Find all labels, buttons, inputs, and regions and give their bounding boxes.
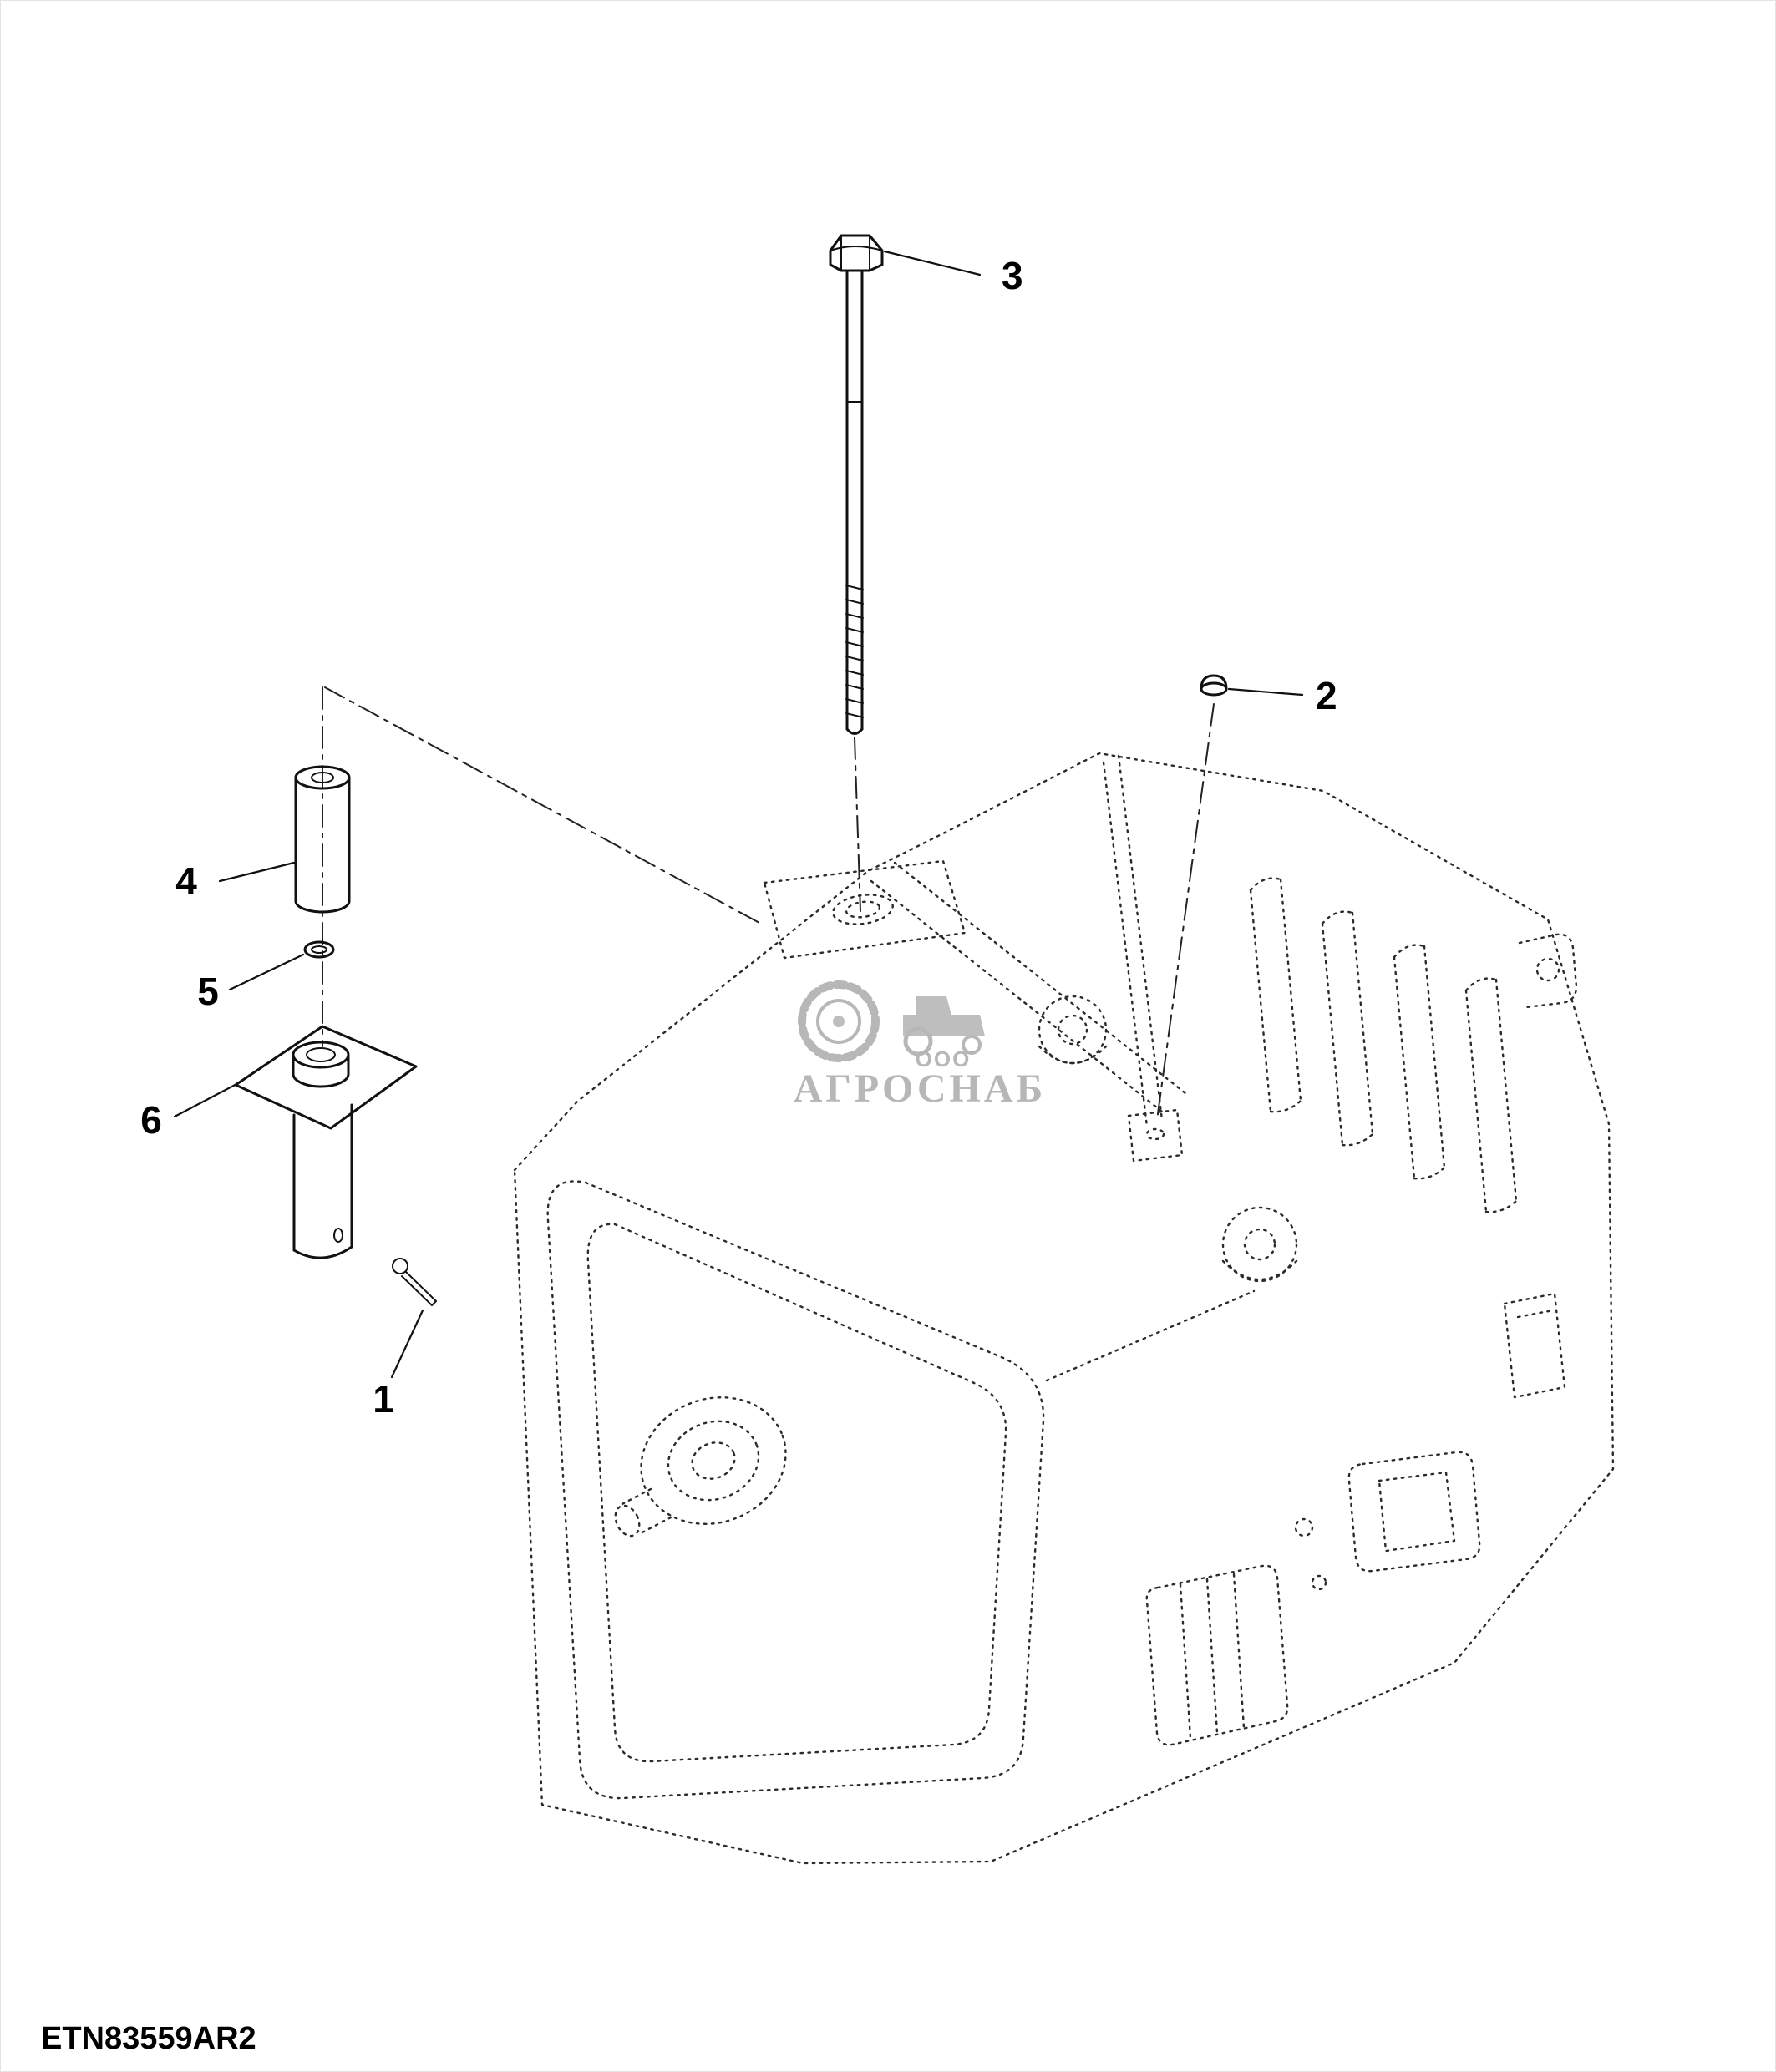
center-seam-line-1: [1102, 761, 1149, 1128]
gear-inner-circle: [816, 999, 861, 1044]
support-bracket: [234, 1025, 418, 1259]
watermark-logo: ООО АГРОСНАБ: [794, 980, 1047, 1111]
bolt-hole-boss: [763, 859, 967, 960]
callout-4: 4: [175, 859, 197, 903]
callout-5: 5: [197, 970, 219, 1013]
lifting-eye-1: [1038, 995, 1108, 1065]
leader-line-4: [218, 861, 296, 883]
leader-line-1: [390, 1309, 424, 1379]
lifting-eye-2: [1221, 1206, 1298, 1283]
callout-3: 3: [1002, 254, 1023, 297]
center-seam-line-2: [1117, 754, 1164, 1122]
front-face-outer: [546, 1180, 1045, 1800]
snap-ring: [303, 940, 335, 959]
tractor-icon: [903, 996, 985, 1056]
right-mid-panel: [1503, 1292, 1566, 1399]
bolt-centerline: [854, 737, 861, 912]
plug-boss: [1127, 1108, 1184, 1163]
callout-2: 2: [1316, 674, 1337, 717]
document-code: ETN83559AR2: [41, 2021, 256, 2056]
callouts: 3 2 4 5 6 1: [140, 250, 1337, 1421]
watermark-company-prefix: ООО: [916, 1046, 972, 1071]
front-face-inner: [586, 1223, 1007, 1763]
top-ridge-line-1: [870, 879, 1164, 1113]
spacer-pin: [294, 765, 351, 914]
alignment-diagonal-centerline: [324, 686, 760, 924]
leader-line-6: [173, 1080, 243, 1118]
hex-bolt: [829, 234, 884, 735]
callout-6: 6: [140, 1098, 162, 1142]
leader-line-5: [228, 953, 305, 991]
cotter-pin: [392, 1258, 437, 1306]
leader-line-3: [883, 250, 982, 276]
watermark-company-name: АГРОСНАБ: [794, 1066, 1047, 1111]
front-hub: [614, 1396, 787, 1538]
bottom-slatted-grid: [1145, 1564, 1289, 1746]
top-right-tab: [1518, 933, 1578, 1009]
bolt-threads: [845, 585, 864, 718]
top-ridge-line-2: [893, 861, 1187, 1095]
gear-icon: [798, 980, 880, 1062]
plug-centerline: [1156, 703, 1215, 1121]
front-right-edge: [1045, 1289, 1256, 1382]
ballast-weight-body: [513, 752, 1615, 1865]
plug-cap: [1200, 674, 1228, 697]
callout-1: 1: [373, 1377, 394, 1421]
bottom-right-plate: [1294, 1451, 1481, 1591]
leader-line-2: [1227, 687, 1304, 697]
gear-hub: [833, 1016, 845, 1027]
side-slats: [1249, 877, 1518, 1213]
body-outline: [513, 752, 1615, 1865]
